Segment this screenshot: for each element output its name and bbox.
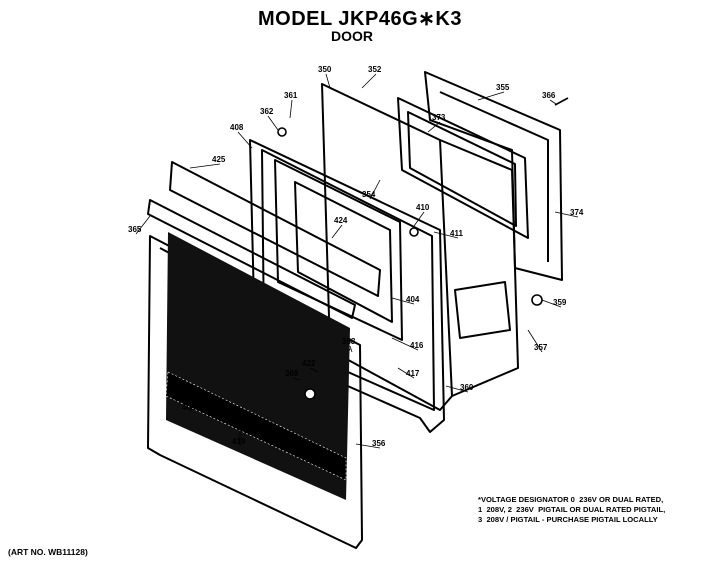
leader-line <box>292 377 301 381</box>
part-label: 419 <box>232 437 246 446</box>
trim-425 <box>169 161 381 297</box>
screw-362 <box>277 127 287 137</box>
clip-410 <box>409 227 419 237</box>
note-line-3: 3 208V / PIGTAIL - PURCHASE PIGTAIL LOCA… <box>478 515 658 524</box>
leader-line <box>391 337 419 351</box>
leader-line <box>369 179 381 200</box>
part-label: 365 <box>128 225 142 234</box>
screw-369 <box>531 294 543 306</box>
leader-line <box>361 73 377 89</box>
screw-369-lower <box>304 388 316 400</box>
note-line-1: *VOLTAGE DESIGNATOR 0 236V OR DUAL RATED… <box>478 495 664 504</box>
leader-line <box>135 215 151 235</box>
part-label: 366 <box>542 91 556 100</box>
part-label: 358 <box>342 337 356 346</box>
part-label: 354 <box>362 190 376 199</box>
part-label: 369 <box>285 369 299 378</box>
part-label: 361 <box>284 91 298 100</box>
part-label: 416 <box>410 341 424 350</box>
part-label: 410 <box>416 203 430 212</box>
glass-373 <box>397 97 529 239</box>
leader-line <box>349 345 353 353</box>
leader-line <box>541 299 562 308</box>
leader-line <box>189 393 197 413</box>
door-glass-band <box>165 371 347 481</box>
art-number: (ART NO. WB11128) <box>8 547 88 557</box>
part-label: 355 <box>496 83 510 92</box>
leader-line <box>289 99 293 119</box>
leader-line <box>427 121 441 133</box>
leader-line <box>527 329 543 353</box>
part-label: 374 <box>570 208 584 217</box>
part-label: 417 <box>406 369 420 378</box>
part-label: 356 <box>372 439 386 448</box>
part-label: 373 <box>432 113 446 122</box>
leader-line <box>433 231 459 239</box>
part-label: 408 <box>182 403 196 412</box>
leader-line <box>549 99 557 105</box>
leader-line <box>325 73 331 89</box>
window-pack-404-inner <box>294 181 393 323</box>
part-label: 362 <box>260 107 274 116</box>
leader-line <box>477 91 505 101</box>
leader-line <box>413 211 425 227</box>
liner-350-side <box>439 139 519 397</box>
part-label: 408 <box>230 123 244 132</box>
part-label: 404 <box>406 295 420 304</box>
trim-365 <box>147 199 356 319</box>
leader-line <box>397 367 415 379</box>
part-label: 359 <box>553 298 567 307</box>
glass-373-inner <box>407 111 517 227</box>
leader-line <box>391 297 415 305</box>
pin-366 <box>554 97 569 106</box>
leader-line <box>355 443 381 449</box>
part-label: 360 <box>460 383 474 392</box>
back-panel-inner-edge <box>439 91 549 262</box>
note-line-2: 1 208V, 2 236V PIGTAIL OR DUAL RATED PIG… <box>478 505 666 514</box>
leader-line <box>309 367 319 373</box>
part-label: 425 <box>212 155 226 164</box>
leader-line <box>554 211 579 218</box>
hinge-box <box>454 281 511 339</box>
part-label: 411 <box>450 229 463 238</box>
model-title: MODEL JKP46G∗K3 <box>258 8 462 30</box>
leader-line <box>189 163 221 169</box>
section-title: DOOR <box>331 28 373 44</box>
leader-line <box>445 385 469 393</box>
leader-line <box>267 115 279 131</box>
leader-line <box>331 224 343 239</box>
outer-door-358 <box>147 235 363 549</box>
door-glass-panel <box>166 232 350 500</box>
leader-line <box>237 131 253 149</box>
window-pack-404 <box>274 159 403 341</box>
part-label: 422 <box>302 359 316 368</box>
part-label: 357 <box>534 343 548 352</box>
part-label: 350 <box>318 65 332 74</box>
part-label: 352 <box>368 65 382 74</box>
voltage-note: *VOLTAGE DESIGNATOR 0 236V OR DUAL RATED… <box>478 495 665 525</box>
part-label: 424 <box>334 216 348 225</box>
